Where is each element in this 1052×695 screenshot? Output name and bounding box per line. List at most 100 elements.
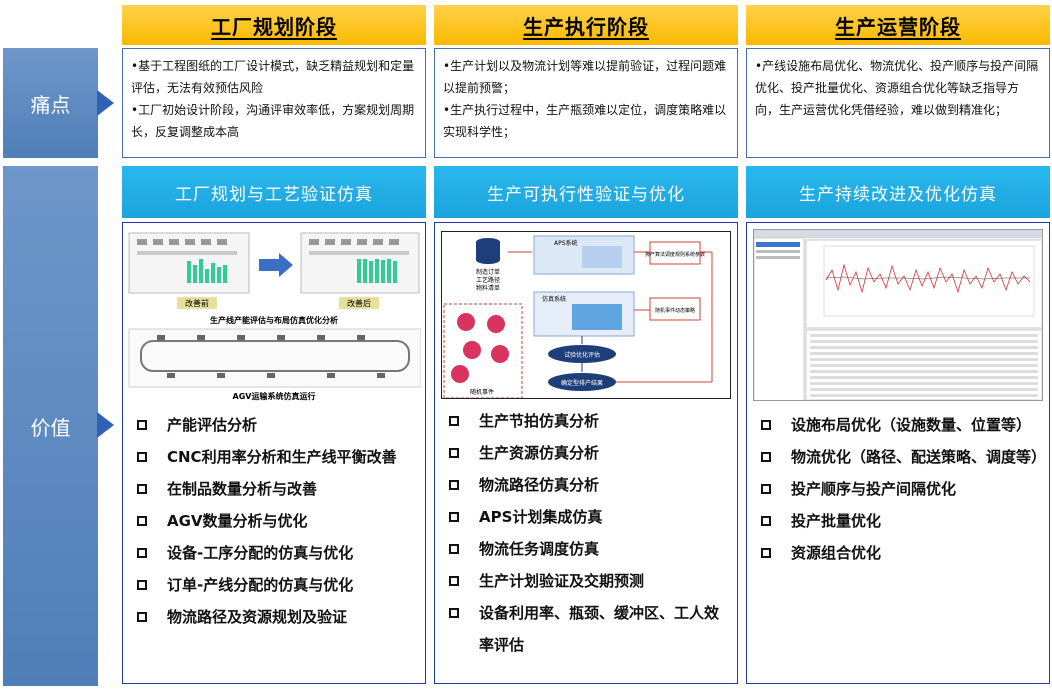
list-item: AGV数量分析与优化 (129, 505, 419, 537)
square-bullet-icon (761, 484, 771, 494)
list-item-label: 产能评估分析 (167, 416, 258, 434)
list-item: 物流优化（路径、配送策略、调度等） (753, 441, 1047, 473)
list-item-label: 物流优化（路径、配送策略、调度等） (791, 448, 1047, 466)
list-item-label: 在制品数量分析与改善 (167, 480, 318, 498)
value-box-execution: 制造订单 工艺路径 物料清单 APS系统 仿真系统 排产算法调度规则系统参数 随… (434, 222, 738, 684)
value-box-planning: 改善前 改善后 生产线产能评估与布局仿真优化分析 AGV运输系统仿真运行 产能评… (122, 222, 426, 684)
stage-header-execution: 生产执行阶段 (434, 5, 738, 45)
aps-flow-svg: 制造订单 工艺路径 物料清单 APS系统 仿真系统 排产算法调度规则系统参数 随… (443, 235, 713, 398)
list-item: CNC利用率分析和生产线平衡改善 (129, 441, 419, 473)
list-item-label: 设施布局优化（设施数量、位置等） (791, 416, 1032, 434)
caption-after: 改善后 (347, 298, 371, 308)
pain-box-planning: •基于工程图纸的工厂设计模式，缺乏精益规划和定量评估，无法有效预估风险 •工厂初… (122, 48, 426, 158)
list-item-label: CNC利用率分析和生产线平衡改善 (167, 448, 397, 466)
value-arrow-icon (97, 412, 114, 438)
list-item: 投产批量优化 (753, 505, 1043, 537)
list-item: APS计划集成仿真 (441, 501, 731, 533)
list-item-label: 设备-工序分配的仿真与优化 (167, 544, 354, 562)
pain-box-execution: •生产计划以及物流计划等难以提前验证，过程问题难以提前预警； •生产执行过程中，… (434, 48, 738, 158)
list-item: 生产节拍仿真分析 (441, 405, 731, 437)
list-item: 在制品数量分析与改善 (129, 473, 419, 505)
pain-point: •生产计划以及物流计划等难以提前验证，过程问题难以提前预警； (443, 59, 727, 95)
list-item: 资源组合优化 (753, 537, 1043, 569)
value-title: 生产可执行性验证与优化 (487, 184, 685, 205)
label-simulation: 仿真系统 (542, 295, 566, 303)
list-item-label: 物流任务调度仿真 (479, 540, 600, 558)
list-item-label: 生产资源仿真分析 (479, 444, 600, 462)
list-item: 物流路径及资源规划及验证 (129, 601, 419, 633)
square-bullet-icon (449, 576, 459, 586)
list-item-label: 订单-产线分配的仿真与优化 (167, 576, 354, 594)
list-item: 物流路径仿真分析 (441, 469, 731, 501)
list-item-label: 投产顺序与投产间隔优化 (791, 480, 957, 498)
list-item-label: 设备利用率、瓶颈、缓冲区、工人效率评估 (479, 604, 720, 654)
list-item: 设备-工序分配的仿真与优化 (129, 537, 419, 569)
label-random-events: 随机事件 (470, 388, 494, 396)
list-item: 订单-产线分配的仿真与优化 (129, 569, 419, 601)
square-bullet-icon (137, 580, 147, 590)
value-title: 生产持续改进及优化仿真 (799, 184, 997, 205)
list-item-label: AGV数量分析与优化 (167, 512, 308, 530)
value-label-text: 价值 (30, 415, 71, 440)
pain-box-operation: •产线设施布局优化、物流优化、投产顺序与投产间隔优化、投产批量优化、资源组合优化… (746, 48, 1050, 158)
pain-point: •产线设施布局优化、物流优化、投产顺序与投产间隔优化、投产批量优化、资源组合优化… (755, 59, 1039, 117)
label-result: 确定型排产结果 (561, 379, 603, 387)
label-scheduling-rules: 排产算法调度规则系统参数 (645, 251, 705, 258)
label-orders: 制造订单 (476, 268, 500, 276)
square-bullet-icon (449, 544, 459, 554)
list-item: 物流任务调度仿真 (441, 533, 731, 565)
value-list-planning: 产能评估分析 CNC利用率分析和生产线平衡改善 在制品数量分析与改善 AGV数量… (129, 409, 419, 633)
value-header-planning: 工厂规划与工艺验证仿真 (122, 166, 426, 218)
caption-layout-analysis: 生产线产能评估与布局仿真优化分析 (210, 315, 338, 325)
caption-before: 改善前 (185, 298, 209, 308)
square-bullet-icon (449, 416, 459, 426)
stage-title: 生产运营阶段 (835, 14, 961, 39)
square-bullet-icon (761, 516, 771, 526)
square-bullet-icon (137, 612, 147, 622)
value-label: 价值 (3, 166, 98, 686)
square-bullet-icon (449, 512, 459, 522)
square-bullet-icon (761, 548, 771, 558)
list-item-label: 物流路径仿真分析 (479, 476, 600, 494)
value-list-execution: 生产节拍仿真分析 生产资源仿真分析 物流路径仿真分析 APS计划集成仿真 物流任… (441, 405, 731, 661)
value-box-operation: 设施布局优化（设施数量、位置等） 物流优化（路径、配送策略、调度等） 投产顺序与… (746, 222, 1050, 684)
simulation-software-screenshot (753, 229, 1043, 401)
list-item: 设备利用率、瓶颈、缓冲区、工人效率评估 (441, 597, 731, 661)
list-item: 设施布局优化（设施数量、位置等） (753, 409, 1043, 441)
list-item-label: 资源组合优化 (791, 544, 882, 562)
list-item-label: 生产计划验证及交期预测 (479, 572, 645, 590)
list-item: 生产资源仿真分析 (441, 437, 731, 469)
square-bullet-icon (761, 420, 771, 430)
square-bullet-icon (449, 448, 459, 458)
label-random-strategy: 随机事件动态策略 (655, 307, 695, 314)
label-evaluation: 试验优化评估 (564, 351, 600, 359)
square-bullet-icon (761, 452, 771, 462)
list-item: 产能评估分析 (129, 409, 419, 441)
pain-point: •生产执行过程中，生产瓶颈难以定位，调度策略难以实现科学性； (443, 103, 727, 139)
stage-header-planning: 工厂规划阶段 (122, 5, 426, 45)
stage-title: 工厂规划阶段 (211, 14, 337, 39)
label-bom: 物料清单 (476, 284, 500, 292)
pain-label: 痛点 (3, 48, 98, 158)
layout-simulation-figure: 改善前 改善后 生产线产能评估与布局仿真优化分析 AGV运输系统仿真运行 (127, 229, 421, 404)
list-item: 生产计划验证及交期预测 (441, 565, 731, 597)
square-bullet-icon (137, 420, 147, 430)
square-bullet-icon (137, 548, 147, 558)
layout-simulation-svg: 改善前 改善后 生产线产能评估与布局仿真优化分析 AGV运输系统仿真运行 (128, 232, 421, 401)
pain-point: •基于工程图纸的工厂设计模式，缺乏精益规划和定量评估，无法有效预估风险 (131, 59, 415, 95)
list-item: 投产顺序与投产间隔优化 (753, 473, 1043, 505)
stage-title: 生产执行阶段 (523, 14, 649, 39)
square-bullet-icon (137, 516, 147, 526)
value-header-execution: 生产可执行性验证与优化 (434, 166, 738, 218)
list-item-label: 生产节拍仿真分析 (479, 412, 600, 430)
value-list-operation: 设施布局优化（设施数量、位置等） 物流优化（路径、配送策略、调度等） 投产顺序与… (753, 409, 1047, 569)
label-routing: 工艺路径 (476, 276, 500, 284)
list-item-label: APS计划集成仿真 (479, 508, 603, 526)
aps-flow-figure: 制造订单 工艺路径 物料清单 APS系统 仿真系统 排产算法调度规则系统参数 随… (441, 231, 731, 399)
caption-agv: AGV运输系统仿真运行 (233, 391, 316, 401)
square-bullet-icon (449, 608, 459, 618)
square-bullet-icon (449, 480, 459, 490)
software-screenshot-svg (754, 230, 1042, 400)
pain-point: •工厂初始设计阶段，沟通评审效率低，方案规划周期长，反复调整成本高 (131, 103, 415, 139)
pain-label-text: 痛点 (30, 92, 71, 117)
